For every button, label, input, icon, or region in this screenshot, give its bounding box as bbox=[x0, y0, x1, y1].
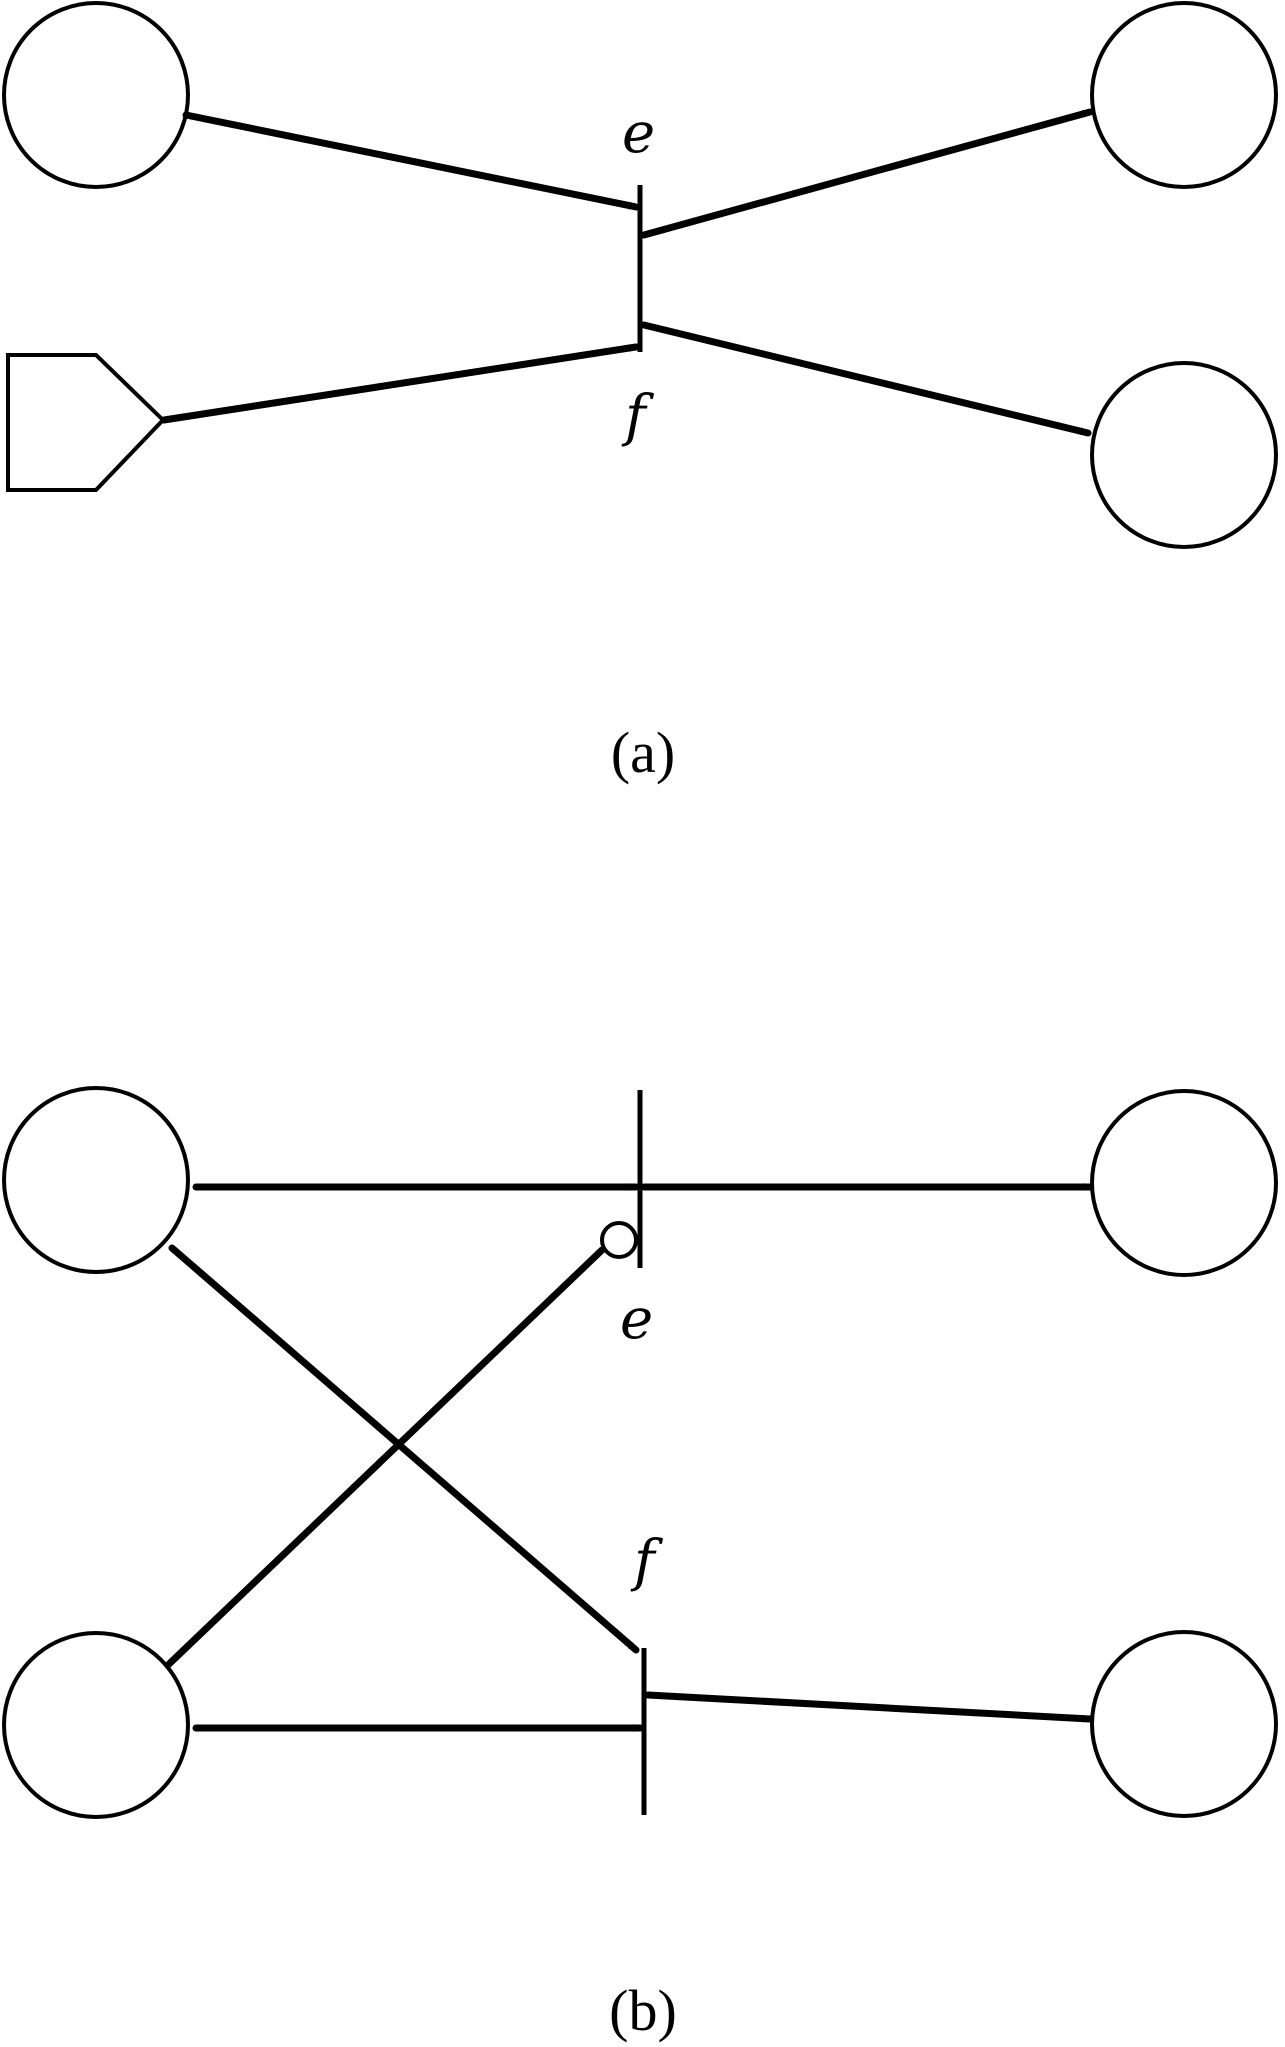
place-a-top-left bbox=[2, 1, 190, 189]
place-b-bottom-left bbox=[2, 1631, 190, 1819]
place-b-bottom-right bbox=[1090, 1630, 1278, 1818]
arc-a-e-to-top-right bbox=[640, 108, 1094, 239]
place-a-top-right bbox=[1090, 1, 1278, 189]
pentagon-node-a bbox=[6, 353, 166, 492]
place-b-top-left bbox=[2, 1086, 190, 1274]
arc-a-top-left-to-e bbox=[182, 111, 640, 211]
transition-label-b-e: e bbox=[620, 1287, 653, 1352]
place-b-top-right bbox=[1090, 1089, 1278, 1277]
caption-b: (b) bbox=[609, 1978, 677, 2043]
transition-label-a-e: e bbox=[622, 101, 655, 166]
transition-label-a-f: f bbox=[621, 384, 655, 449]
inhibitor-arc-b-bottom-left-to-e bbox=[164, 1246, 606, 1669]
diagram-a: e f (a) bbox=[2, 1, 1278, 785]
place-a-bottom-right bbox=[1090, 361, 1278, 549]
transition-label-b-f: f bbox=[630, 1529, 664, 1594]
diagram-b: e f (b) bbox=[2, 1086, 1278, 2043]
arc-b-f-to-bottom-right bbox=[644, 1691, 1094, 1723]
arc-a-pentagon-to-f bbox=[160, 343, 640, 424]
arc-b-top-left-to-f bbox=[168, 1244, 640, 1654]
arc-a-f-to-bottom-right bbox=[640, 321, 1092, 437]
caption-a: (a) bbox=[611, 720, 675, 785]
inhibitor-circle-b bbox=[600, 1221, 638, 1259]
